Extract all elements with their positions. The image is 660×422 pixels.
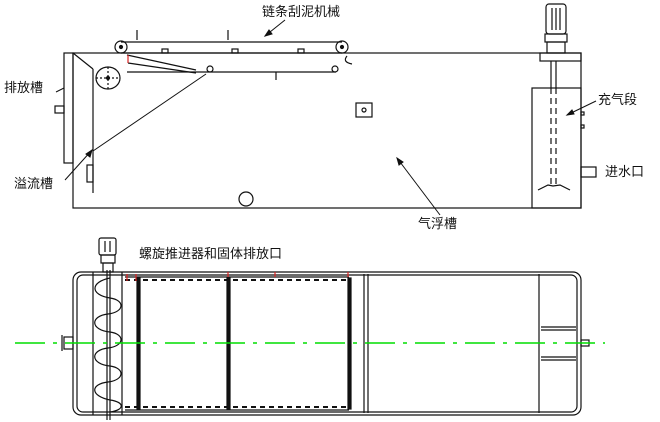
overflow-slope (92, 73, 207, 152)
label-chain-scraper: 链条刮泥机械 (262, 5, 341, 20)
drain-port (238, 191, 254, 207)
mixer-motor-icon (544, 3, 568, 54)
aeration-section (531, 52, 585, 209)
label-overflow-tank: 溢流槽 (14, 177, 54, 192)
label-aeration-section: 充气段 (598, 93, 638, 108)
chain-scraper (114, 30, 353, 80)
label-flotation-tank: 气浮槽 (418, 217, 458, 232)
screw-motor-icon (98, 237, 117, 273)
screw-conveyor (92, 270, 123, 420)
flotation-tank-body (72, 52, 582, 209)
water-inlet-pipe (580, 166, 597, 178)
sludge-wheel (95, 66, 121, 90)
scraper-frame (125, 272, 352, 411)
discharge-trough (63, 52, 74, 164)
plan-view (15, 237, 605, 420)
discharge-outlet (54, 105, 65, 114)
inspection-port (355, 102, 373, 118)
elevation-view (54, 3, 597, 216)
label-screw-conveyor: 螺旋推进器和固体排放口 (139, 247, 283, 262)
leader-arrows (55, 19, 597, 216)
label-discharge-tank: 排放槽 (4, 81, 44, 96)
label-water-inlet: 进水口 (605, 165, 645, 180)
